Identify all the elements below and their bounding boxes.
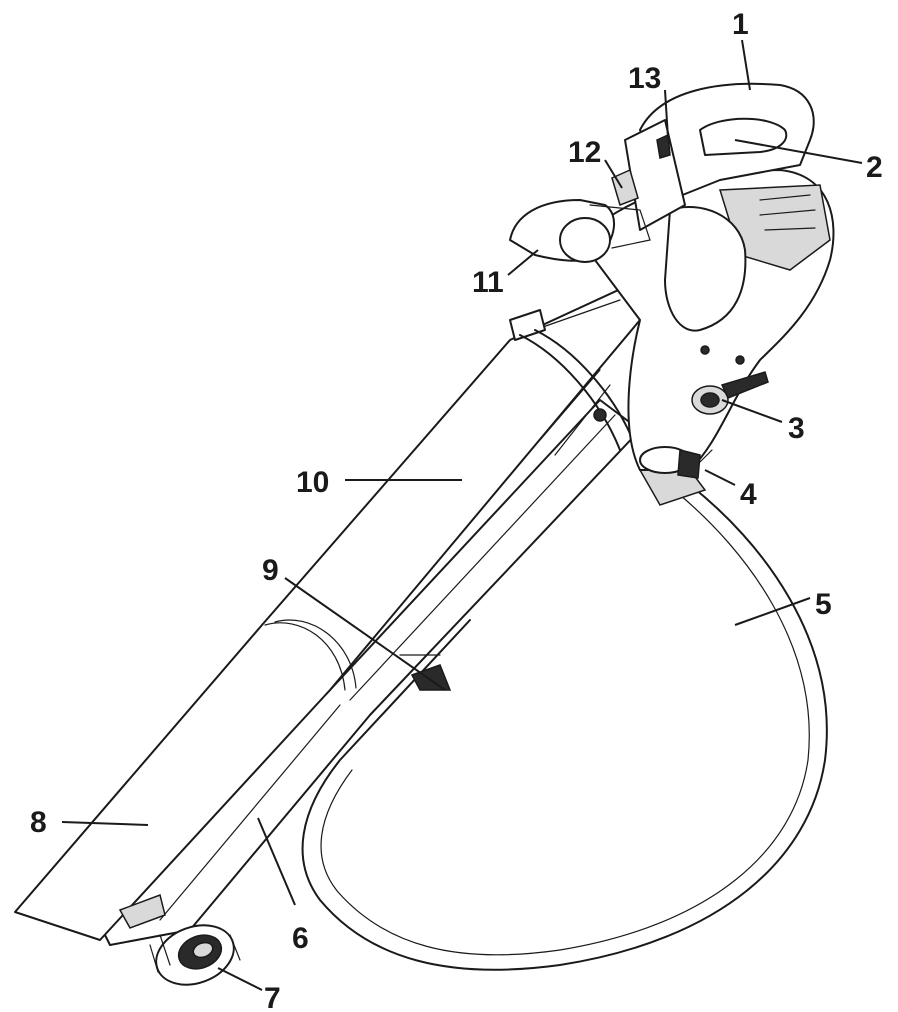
callout-5: 5 [815, 588, 832, 621]
leader-1 [741, 39, 751, 91]
collection-bag [301, 469, 828, 971]
tube-latch [399, 654, 452, 691]
leader-6 [257, 817, 296, 906]
callout-2: 2 [866, 151, 883, 184]
leader-13 [664, 89, 669, 139]
bag-connector [639, 446, 713, 479]
callout-12: 12 [568, 136, 601, 169]
front-handle [509, 199, 651, 263]
tube-strap [509, 309, 636, 451]
blower-tube [14, 279, 641, 941]
selector-knob [691, 345, 769, 415]
vacuum-tube [99, 399, 641, 946]
callout-labels: 1 2 3 4 5 6 7 8 9 10 11 12 13 [30, 8, 883, 1012]
callout-11: 11 [472, 266, 504, 299]
callout-4: 4 [740, 478, 757, 511]
callout-13: 13 [628, 62, 661, 95]
leader-12 [604, 159, 623, 189]
leader-11 [507, 249, 539, 276]
leader-8 [61, 821, 149, 826]
leader-2 [734, 139, 863, 164]
leader-4 [704, 469, 736, 486]
wheel [149, 924, 241, 986]
leader-3 [721, 399, 783, 423]
leader-9 [284, 577, 446, 691]
callout-3: 3 [788, 412, 805, 445]
switch-unit [611, 119, 686, 231]
callout-8: 8 [30, 806, 47, 839]
callout-6: 6 [292, 922, 309, 955]
leader-lines [61, 39, 863, 991]
leader-5 [734, 597, 811, 626]
callout-9: 9 [262, 554, 279, 587]
callout-10: 10 [296, 466, 329, 499]
callout-7: 7 [264, 982, 281, 1012]
leader-7 [217, 967, 263, 991]
callout-1: 1 [732, 8, 749, 41]
